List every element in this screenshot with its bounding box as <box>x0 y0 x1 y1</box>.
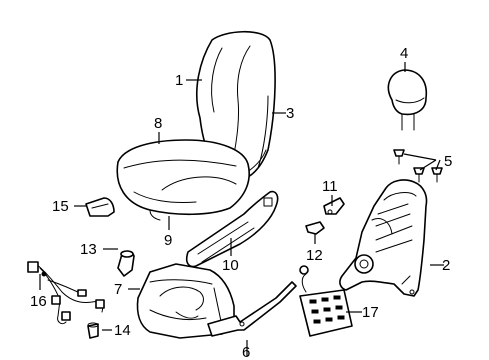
callout-4: 4 <box>400 45 408 62</box>
headrest <box>387 69 428 131</box>
clip <box>87 322 99 339</box>
control-module <box>299 265 353 337</box>
switch <box>117 250 135 277</box>
callout-9: 9 <box>164 232 172 249</box>
callout-11: 11 <box>322 178 338 195</box>
callout-13: 13 <box>80 241 97 258</box>
callout-2: 2 <box>442 257 450 274</box>
trim-handle <box>85 197 115 217</box>
callout-1: 1 <box>175 72 183 89</box>
callout-10: 10 <box>222 257 239 274</box>
recliner-knob <box>323 197 345 215</box>
callout-8: 8 <box>154 115 162 132</box>
callout-5: 5 <box>444 153 452 170</box>
headrest-guides <box>393 149 443 183</box>
wire-harness <box>27 261 105 325</box>
callout-12: 12 <box>306 247 323 264</box>
adjuster-cap <box>305 221 325 235</box>
callout-17: 17 <box>362 304 379 321</box>
leader-lines <box>39 62 444 356</box>
callout-6: 6 <box>242 344 250 360</box>
callout-14: 14 <box>114 322 131 339</box>
adjuster-bar <box>207 281 297 337</box>
callout-16: 16 <box>30 293 47 310</box>
callout-3: 3 <box>286 105 294 122</box>
callout-15: 15 <box>52 198 69 215</box>
seat-cushion <box>116 139 250 221</box>
callout-7: 7 <box>114 281 122 298</box>
seat-back-frame <box>339 179 428 297</box>
